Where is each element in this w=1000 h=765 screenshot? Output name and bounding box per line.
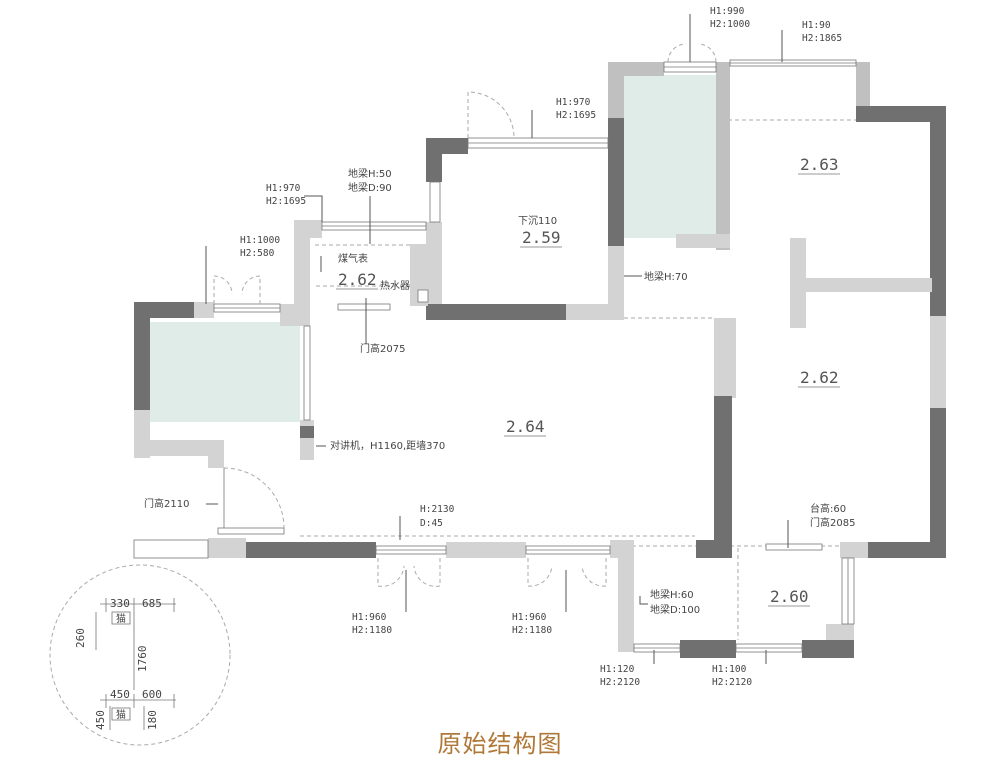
ann-door-2085: 门高2085 (810, 516, 855, 529)
ann-win-left-h1: H1:1000 (240, 235, 280, 246)
ann-win-b1-h2: H2:1180 (352, 625, 392, 636)
room-height-middle: 2.59 (522, 228, 561, 247)
ann-intercom: 对讲机，H1160,距墙370 (330, 439, 445, 452)
detail-circle: 330 685 260 1760 450 600 450 180 猫 猫 (49, 564, 231, 746)
detail-260: 260 (74, 628, 87, 648)
walls (134, 62, 946, 658)
ann-h2130: H:2130 (420, 504, 455, 515)
detail-685: 685 (142, 597, 162, 610)
ann-win-b4-h1: H1:100 (712, 664, 747, 675)
ann-d45: D:45 (420, 518, 443, 529)
dashed-lines (300, 119, 856, 640)
detail-1760: 1760 (136, 646, 149, 673)
room-fill-bedroom-left (148, 322, 300, 422)
detail-180: 180 (146, 710, 159, 730)
ann-win-b2-h1: H1:960 (512, 612, 547, 623)
door-swings (213, 43, 717, 587)
room-height-top-right: 2.63 (800, 155, 839, 174)
room-fill-bedroom-small (624, 75, 718, 238)
ann-beam-kitchen-h: 地梁H:50 (348, 167, 392, 180)
ann-win-mid-h1: H1:970 (556, 97, 591, 108)
ann-win-b3-h2: H2:2120 (600, 677, 640, 688)
page-title: 原始结构图 (437, 730, 563, 758)
room-height-right-bedroom: 2.62 (800, 368, 839, 387)
room-height-kitchen: 2.62 (338, 270, 377, 289)
ann-beam-bal-h: 地梁H:60 (650, 588, 694, 601)
room-height-living: 2.64 (506, 417, 545, 436)
ann-beam-h70: 地梁H:70 (644, 270, 688, 283)
ann-beam-kitchen-d: 地梁D:90 (348, 181, 392, 194)
ann-beam-bal-d: 地梁D:100 (650, 603, 700, 616)
ann-win-kitchen-h2: H2:1695 (266, 196, 306, 207)
ann-win-top1-h2: H2:1000 (710, 19, 750, 30)
ann-door-2075: 门高2075 (360, 342, 405, 355)
ann-win-b1-h1: H1:960 (352, 612, 387, 623)
ann-win-b3-h1: H1:120 (600, 664, 635, 675)
ann-win-top1-h1: H1:990 (710, 6, 745, 17)
ann-win-top2-h1: H1:90 (802, 20, 831, 31)
ann-win-b4-h2: H2:2120 (712, 677, 752, 688)
ann-door-2110: 门高2110 (144, 497, 189, 510)
leader-lines (205, 14, 789, 664)
detail-450b: 450 (94, 710, 107, 730)
detail-330: 330 (110, 597, 130, 610)
detail-tag-top: 猫 (116, 612, 126, 625)
room-note-sunken: 下沉110 (518, 214, 557, 227)
ann-win-left-h2: H2:580 (240, 248, 275, 259)
room-labels: 2.63 下沉110 2.59 2.62 2.62 2.64 2.60 (336, 155, 840, 607)
detail-600: 600 (142, 688, 162, 701)
ann-win-mid-h2: H2:1695 (556, 110, 596, 121)
ann-sill-60: 台高:60 (810, 502, 846, 515)
ann-win-top2-h2: H2:1865 (802, 33, 842, 44)
detail-450a: 450 (110, 688, 130, 701)
room-height-balcony: 2.60 (770, 587, 809, 606)
ann-gas-meter: 煤气表 (338, 252, 368, 265)
ann-win-b2-h2: H2:1180 (512, 625, 552, 636)
ann-win-kitchen-h1: H1:970 (266, 183, 301, 194)
windows (133, 59, 857, 653)
annotations: H1:990 H2:1000 H1:90 H2:1865 H1:970 H2:1… (144, 6, 855, 688)
detail-tag-bottom: 猫 (116, 708, 126, 721)
ann-water-heater: 热水器 (380, 279, 410, 292)
